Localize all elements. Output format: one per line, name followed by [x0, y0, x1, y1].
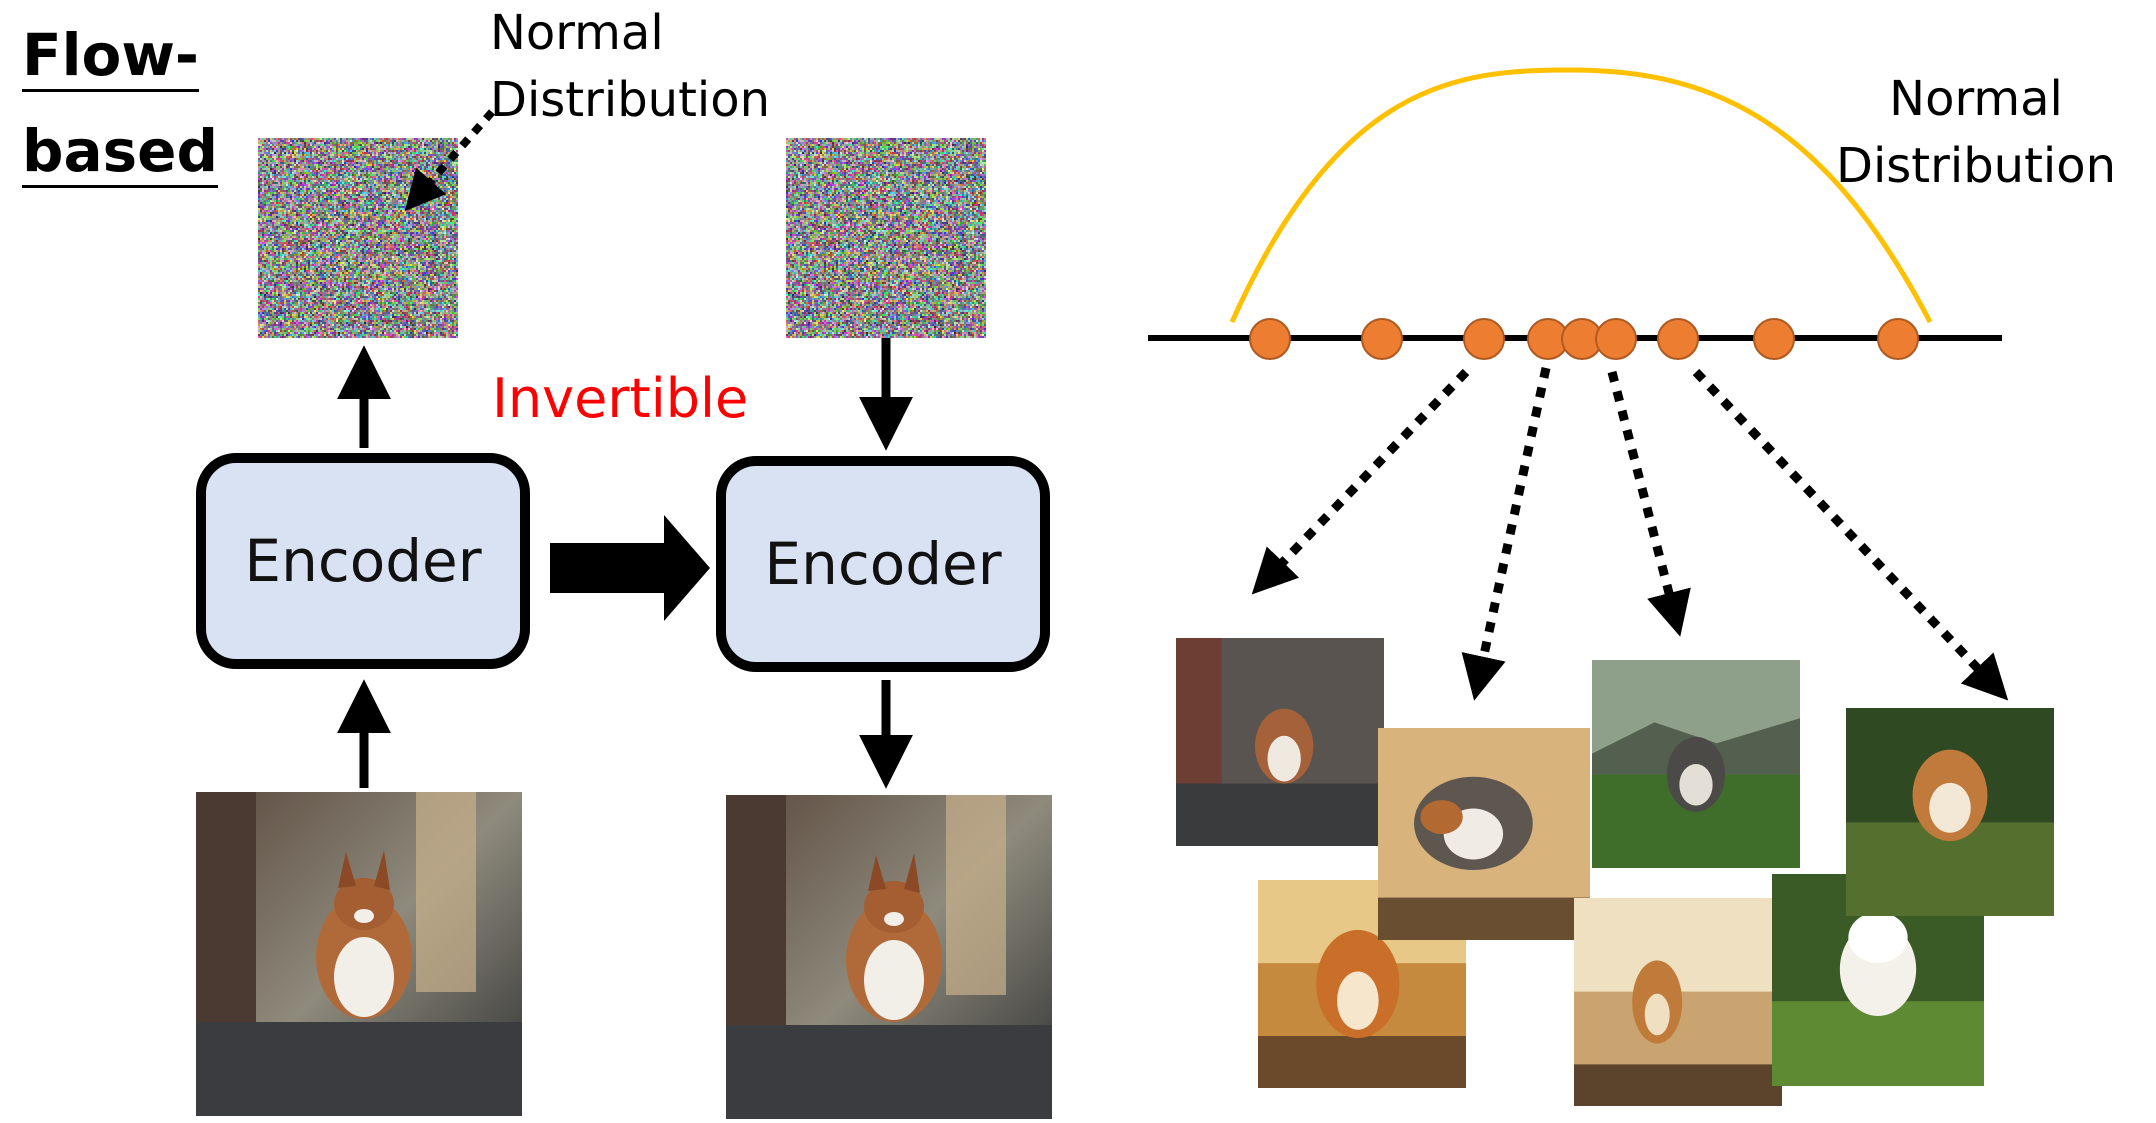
sample-dot: [1595, 318, 1637, 360]
dog-photo-input: [196, 792, 522, 1116]
sample-dot: [1877, 318, 1919, 360]
right-normal-distribution-label: Normal Distribution: [1836, 66, 2116, 200]
title-based: based: [22, 117, 219, 185]
sample-photo-1: [1176, 638, 1384, 846]
encoder-left-label: Encoder: [244, 527, 482, 595]
sample-dot: [1657, 318, 1699, 360]
sample-dot: [1361, 318, 1403, 360]
dotted-arrow-sample-3: [1607, 370, 1691, 637]
sample-photo-7: [1846, 708, 2054, 916]
sample-photo-2: [1258, 880, 1466, 1088]
invert-block-arrow: [550, 515, 710, 621]
running-dog-photo-icon: [1574, 898, 1782, 1106]
sample-photo-5: [1574, 898, 1782, 1106]
left-label-text: Normal Distribution: [490, 5, 771, 129]
dotted-arrow-sample-4: [1692, 368, 2009, 701]
running-dog-photo-icon: [1176, 638, 1384, 846]
sample-dot: [1753, 318, 1795, 360]
running-dog-photo-icon: [726, 795, 1052, 1119]
running-dog-photo-icon: [1378, 728, 1590, 940]
noise-image-right: [786, 138, 986, 338]
running-dog-photo-icon: [1592, 660, 1800, 868]
right-label-text: Normal Distribution: [1836, 71, 2117, 195]
running-dog-photo-icon: [1258, 880, 1466, 1088]
normal-curve: [1229, 67, 1933, 324]
running-dog-photo-icon: [196, 792, 522, 1116]
gaussian-noise-icon: [786, 138, 986, 338]
invertible-label: Invertible: [492, 367, 749, 430]
title-flow: Flow-: [22, 21, 200, 89]
sample-dot: [1249, 318, 1291, 360]
sample-dot: [1463, 318, 1505, 360]
sample-photo-4: [1592, 660, 1800, 868]
encoder-box-left: Encoder: [196, 453, 530, 669]
left-normal-distribution-label: Normal Distribution: [490, 0, 770, 134]
running-dog-photo-icon: [1846, 708, 2054, 916]
dotted-arrow-label-to-noise: [404, 109, 496, 212]
encoder-box-right: Encoder: [716, 456, 1050, 672]
dotted-arrow-sample-2: [1461, 367, 1551, 701]
dog-photo-output: [726, 795, 1052, 1119]
encoder-right-label: Encoder: [764, 530, 1002, 598]
dotted-arrow-sample-1: [1251, 368, 1470, 595]
sample-dots: [1249, 318, 1919, 360]
sample-photo-3: [1378, 728, 1590, 940]
